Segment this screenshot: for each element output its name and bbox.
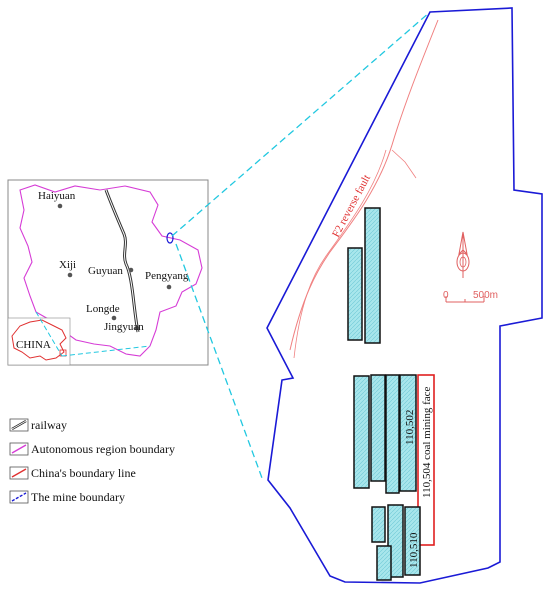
f2-reverse-fault: F2 reverse fault (289, 19, 439, 359)
mine-boundary (266, 7, 543, 584)
country-label: CHINA (16, 339, 51, 351)
place-xiji: Xiji (59, 259, 76, 278)
coal-panel (376, 545, 392, 581)
coal-panel-110502 (399, 374, 417, 492)
svg-text:Haiyuan: Haiyuan (38, 190, 76, 202)
svg-text:Jingyuan: Jingyuan (104, 321, 144, 333)
china-thumbnail: CHINA (7, 317, 71, 366)
svg-text:railway: railway (31, 418, 67, 432)
scale-start-label: 0 (443, 290, 449, 301)
coal-panel (347, 247, 363, 341)
place-jingyuan: Jingyuan (104, 321, 144, 333)
coal-panel (385, 374, 400, 494)
svg-text:The mine boundary: The mine boundary (31, 490, 125, 504)
scale-end-label: 500m (473, 290, 498, 301)
legend-item-railway: railway (9, 418, 67, 432)
svg-text:Autonomous region boundary: Autonomous region boundary (31, 442, 175, 456)
mine-detail-map: F2 reverse fault 110,502 110,504 coal mi… (266, 7, 543, 584)
coal-mining-face-110504 (417, 374, 435, 546)
svg-text:Guyuan: Guyuan (88, 265, 123, 277)
china-boundary (11, 319, 67, 361)
place-haiyuan: Haiyuan (38, 190, 76, 209)
north-arrow-icon (456, 231, 470, 278)
inset-map: CHINA Haiyuan Xiji Guyuan Pengyang Longd… (7, 179, 209, 366)
place-pengyang: Pengyang (145, 270, 189, 290)
svg-text:Xiji: Xiji (59, 259, 76, 271)
svg-text:Longde: Longde (86, 303, 120, 315)
coal-panel-110510 (404, 506, 421, 576)
legend-item-mine-boundary: The mine boundary (9, 490, 125, 504)
coal-panel (353, 375, 370, 489)
legend-item-region-boundary: Autonomous region boundary (9, 442, 175, 456)
coal-panel (364, 207, 381, 344)
connector-lines (35, 11, 431, 479)
panel-110510-label: 110,510 (408, 532, 420, 568)
legend: railway Autonomous region boundary China… (9, 418, 175, 504)
legend-item-china-boundary: China's boundary line (9, 466, 136, 480)
place-longde: Longde (86, 303, 120, 321)
svg-text:Pengyang: Pengyang (145, 270, 189, 282)
place-guyuan: Guyuan (88, 265, 134, 277)
scale-bar: 0 500m (443, 290, 498, 303)
coal-panel (370, 374, 386, 482)
svg-text:China's boundary line: China's boundary line (31, 466, 136, 480)
panel-110502-label: 110,502 (404, 410, 416, 445)
mining-face-label: 110,504 coal mining face (421, 386, 433, 498)
coal-panel (371, 506, 386, 543)
region-boundary (19, 184, 203, 357)
mine-location-marker (166, 232, 174, 244)
